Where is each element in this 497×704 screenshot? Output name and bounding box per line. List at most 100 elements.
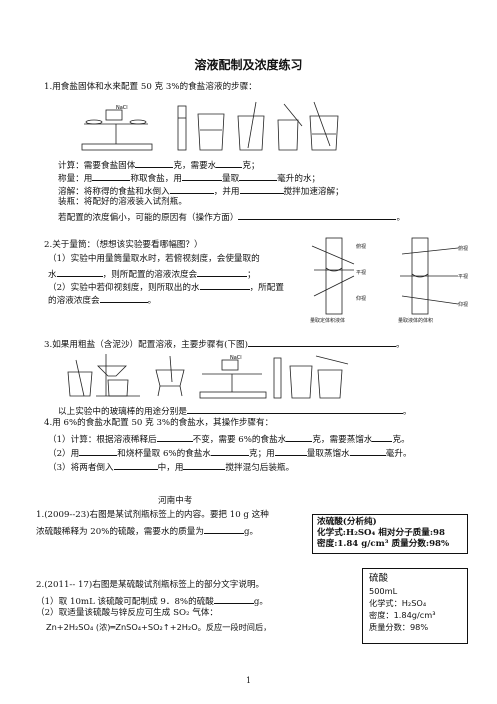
q4-l1-text-a: （1）计算：根据溶液稀释后 (48, 435, 157, 445)
q1-weigh-text-a: 称量：用 (58, 174, 93, 184)
henan-heading: 河南中考 (158, 496, 193, 506)
q2-stem: 2.关于量筒：（想想该实验要看哪幅图？） (44, 240, 203, 250)
label1-molar-mass: 相对分子质量:98 (378, 528, 445, 538)
q1-weigh-text-b: 称取食盐，用 (130, 174, 182, 184)
q4-l3-text-b: 中，用 (157, 463, 184, 473)
q2-line-4: 的溶液浓度会。 (48, 293, 156, 307)
label1-line-2: 化学式:H₂SO₄ 相对分子质量:98 (317, 528, 463, 539)
blank-solution-grams[interactable] (210, 446, 249, 456)
q1-dissolve-text-c: 搅拌加速溶解； (283, 187, 344, 197)
henan-p2-text-c: g。 (253, 597, 268, 607)
q4-l2-text-d: 量取蒸馏水 (306, 449, 350, 459)
q4-l2-text-c: 克；用 (248, 449, 275, 459)
q3-stem-text-b: 。 (395, 340, 405, 350)
q3-figure-label: NaCl (230, 355, 242, 361)
blank-glass-rod-use[interactable] (186, 404, 403, 414)
blank-upview-conc[interactable] (99, 293, 148, 303)
blank-weigh-tool[interactable] (92, 171, 131, 181)
q4-line-2: （2）用和烧杯量取 6%的食盐水克；用量取蒸馏水毫升。 (48, 446, 412, 460)
blank-salt-mass[interactable] (135, 158, 174, 168)
q2-line-2: 水，则所配置的溶液浓度会； (48, 267, 256, 281)
q3-use-line: 以上实验中的玻璃棒的用途分别是 。 (58, 404, 412, 418)
q1-low-line: 若配置的浓度偏小，可能的原因有（操作方面）。 (58, 210, 405, 224)
blank-water-ml[interactable] (239, 171, 278, 181)
label2-line-4: 密度：1.84g/cm³ (369, 610, 436, 620)
q1-calc-text-b: 克，需要水 (173, 161, 217, 171)
label2-line-3: 化学式：H₂SO₄ (369, 598, 427, 608)
label2-line-5: 质量分数：98% (369, 622, 429, 632)
page-title: 溶液配制及浓度练习 (194, 58, 303, 72)
label2-line-1: 硫酸 (369, 573, 389, 584)
blank-dilute-acid-grams[interactable] (213, 594, 254, 604)
q2-l3-text-a: （2）实验中若仰视刻度，则所取出的水 (48, 283, 200, 293)
q1-dissolve-line: 溶解：将称得的食盐和水倒入 ，并用 搅拌加速溶解； (58, 184, 344, 198)
q1-calc-text-c: 克； (242, 161, 260, 171)
q1-stem: 1.用食盐固体和水来配置 50 克 3%的食盐溶液的步骤： (44, 82, 257, 92)
label1-density: 密度:1.84 g/cm³ (317, 539, 389, 549)
q2-l2-text-c: ； (247, 270, 256, 280)
q4-line-3: （3）将两者倒入中，用搅拌混匀后装瓶。 (48, 460, 294, 474)
q1-figure-label: NaCl (116, 105, 128, 111)
blank-overlook-volume[interactable] (56, 267, 103, 277)
henan-p2-text-b: （1）取 10mL 该硫酸可配制成 9．8%的硫酸 (36, 597, 214, 607)
fig-left-mid: 平视 (356, 269, 366, 276)
fig-right-mid: 平视 (458, 273, 468, 280)
blank-container[interactable] (169, 184, 214, 194)
henan-p2-line-3: （2）取适量该硫酸与锌反应可生成 SO₂ 气体： (36, 608, 218, 618)
blank-low-reason[interactable] (238, 210, 397, 220)
q3-stem: 3.如果用粗盐（含泥沙）配置溶液，主要步骤有(下图) 。 (44, 337, 405, 351)
blank-water-grams[interactable] (203, 524, 244, 534)
reagent-label-2: 硫酸 500mL 化学式：H₂SO₄ 密度：1.84g/cm³ 质量分数：98% (362, 568, 468, 644)
q3-use-text-b: 。 (402, 407, 412, 417)
fig-right-caption: 量取液体的体积 (398, 317, 433, 324)
label2-line-2: 500mL (369, 586, 398, 596)
q2-line-1: （1）实验中用量筒量取水时，若俯视刻度，会使量取的 (48, 254, 260, 264)
blank-mix-tool[interactable] (183, 460, 226, 470)
q2-l4-text-b: 。 (147, 296, 157, 306)
blank-overlook-conc[interactable] (197, 267, 248, 277)
q4-l2-text-a: （2）用 (48, 449, 80, 459)
q3-stem-text-a: 3.如果用粗盐（含泥沙）配置溶液，主要步骤有(下图) (44, 340, 248, 350)
blank-water-volume[interactable] (349, 446, 386, 456)
q4-l1-text-d: 克。 (392, 435, 410, 445)
q1-procedure-figure: NaCl (78, 100, 353, 154)
q3-procedure-figure: NaCl (62, 352, 352, 400)
fig-left-caption: 量取定体积液体 (310, 317, 345, 324)
q4-l1-text-b: 不变，需要 6%的食盐水 (192, 435, 287, 445)
henan-p1-text-c: g。 (243, 527, 259, 537)
fig-left-bottom: 仰视 (356, 295, 366, 302)
blank-tool-2[interactable] (274, 446, 307, 456)
q2-line-3: （2）实验中若仰视刻度，则所取出的水 ，所配置 (48, 280, 284, 294)
label1-mass-fraction: 质量分数:98% (391, 539, 450, 549)
reagent-label-1: 浓硫酸(分析纯) 化学式:H₂SO₄ 相对分子质量:98 密度:1.84 g/c… (312, 514, 468, 554)
blank-tool-1[interactable] (79, 446, 118, 456)
q1-weigh-text-c: 量取 (221, 174, 240, 184)
henan-p2-line-1: 2.(2011-- 17)右图是某硫酸试剂瓶标签上的部分文字说明。 (36, 580, 265, 590)
blank-water-mass[interactable] (216, 158, 243, 168)
blank-stir-tool[interactable] (239, 184, 284, 194)
q1-dissolve-text-b: ，并用 (213, 187, 240, 197)
label1-formula: 化学式:H₂SO₄ (317, 528, 376, 538)
blank-salt-solution-mass[interactable] (286, 432, 313, 442)
blank-main-steps[interactable] (247, 337, 396, 347)
fig-right-bottom: 仰视 (458, 301, 468, 308)
blank-measure-tool[interactable] (181, 171, 222, 181)
q1-low-text-a: 若配置的浓度偏小，可能的原因有（操作方面） (58, 213, 239, 223)
q1-weigh-line: 称量：用称取食盐，用量取毫升的水； (58, 171, 320, 185)
blank-distilled-water-mass[interactable] (372, 432, 393, 442)
q4-l3-text-a: （3）将两者倒入 (48, 463, 114, 473)
q1-dissolve-text-a: 溶解：将称得的食盐和水倒入 (58, 187, 170, 197)
q1-calc-line: 计算：需要食盐固体克，需要水克； (58, 158, 260, 172)
blank-upview-volume[interactable] (199, 280, 250, 290)
label1-line-1: 浓硫酸(分析纯) (317, 517, 377, 527)
page-number: 1 (245, 676, 252, 685)
blank-invariant[interactable] (156, 432, 193, 442)
q2-l3-text-b: ，所配置 (249, 283, 284, 293)
henan-p1-line-1: 1.(2009--23)右图是某试剂瓶标签上的内容。要把 10 g 这种 (36, 510, 269, 520)
blank-mix-container[interactable] (113, 460, 158, 470)
henan-p2-line-2: （1）取 10mL 该硫酸可配制成 9．8%的硫酸 g。 (36, 594, 268, 608)
q3-use-text-a: 以上实验中的玻璃棒的用途分别是 (58, 407, 187, 417)
q1-bottle-line: 装瓶：将配好的溶液装入试剂瓶。 (58, 197, 187, 207)
